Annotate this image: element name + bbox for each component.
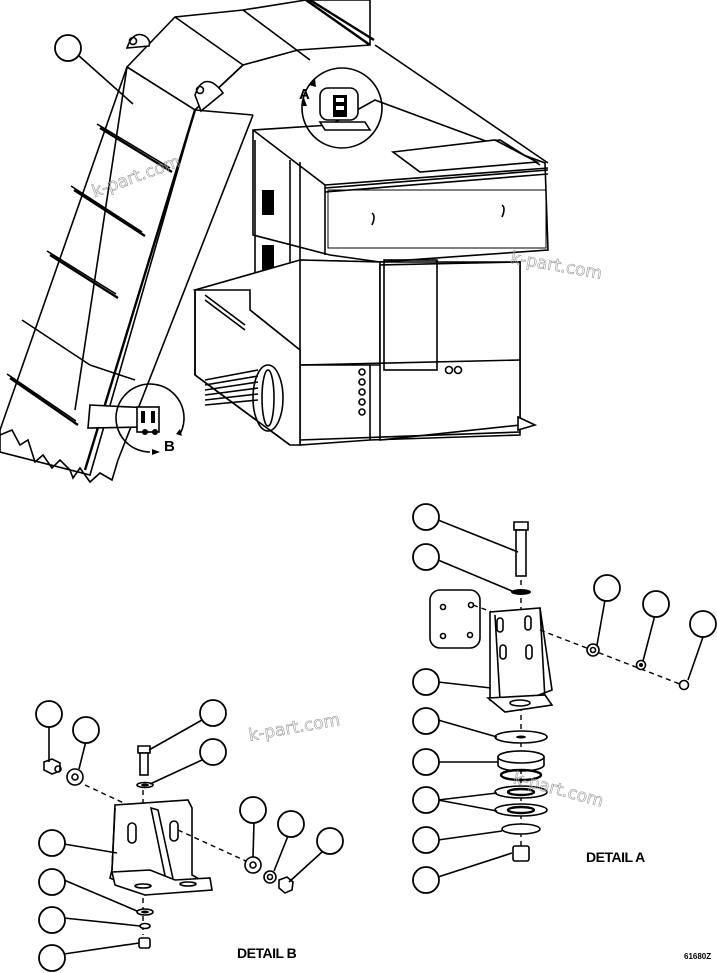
callout-a-3: [593, 574, 621, 602]
callout-a-10: [412, 826, 440, 854]
callout-b-11: [316, 827, 344, 855]
callout-a-2: [412, 543, 440, 571]
callout-a-1: [412, 503, 440, 531]
callout-b-3: [199, 699, 227, 727]
main-assembly: [0, 0, 549, 484]
callout-a-5: [689, 610, 717, 638]
callout-b-2: [72, 716, 100, 744]
callout-a-6: [412, 668, 440, 696]
callout-b-8: [38, 944, 66, 972]
callout-b-9: [239, 796, 267, 824]
callout-a-11: [412, 866, 440, 894]
callout-b-10: [277, 810, 305, 838]
detail-b-assembly: [35, 699, 344, 972]
detail-a-assembly: [412, 503, 717, 894]
drawing-number: 61680Z: [684, 952, 712, 961]
callout-b-1: [35, 700, 63, 728]
callout-b-5: [38, 829, 66, 857]
callout-a-8: [412, 748, 440, 776]
callout-main-1: [54, 34, 82, 62]
callout-a-4: [642, 590, 670, 618]
callout-b-6: [38, 868, 66, 896]
callout-b-7: [38, 906, 66, 934]
detail-ref-b: B: [164, 438, 175, 455]
detail-a-title: DETAIL A: [586, 849, 645, 865]
callout-a-9: [412, 786, 440, 814]
callout-b-4: [199, 738, 227, 766]
detail-ref-a: A: [299, 86, 310, 103]
callout-a-7: [412, 707, 440, 735]
detail-b-title: DETAIL B: [237, 945, 297, 961]
